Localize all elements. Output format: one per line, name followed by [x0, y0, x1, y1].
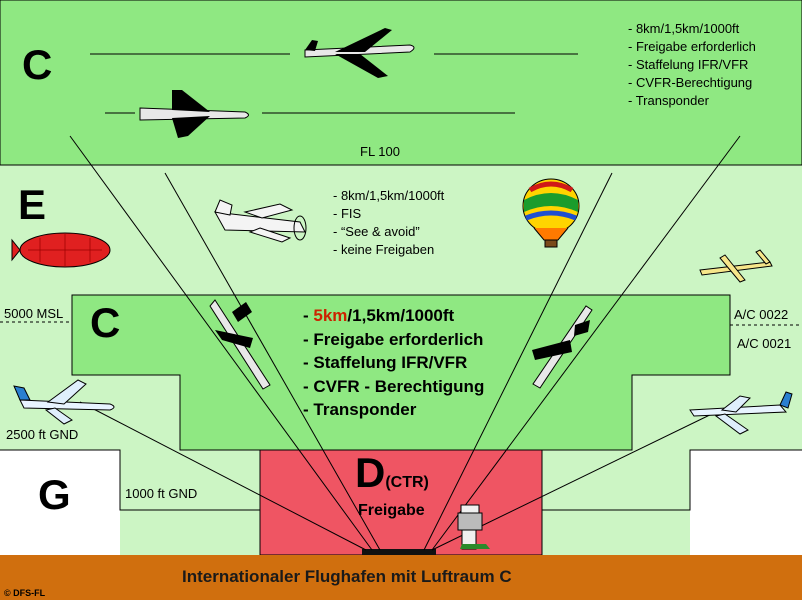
5000-msl-label: 5000 MSL — [4, 306, 64, 321]
airspace-g-boundary — [0, 449, 260, 511]
list-item: - keine Freigaben — [333, 242, 435, 257]
list-item: - Transponder — [628, 93, 709, 108]
ac-0022-label: A/C 0022 — [734, 307, 789, 322]
zone-label-e: E — [18, 181, 47, 228]
c-tma-requirements: - 5km/1,5km/1000ft - Freigabe erforderli… — [303, 304, 484, 422]
list-item: - 8km/1,5km/1000ft — [628, 21, 740, 36]
airspace-e-lower-step — [0, 450, 802, 555]
list-item: - CVFR-Berechtigung — [628, 75, 753, 90]
list-item: - 8km/1,5km/1000ft — [333, 188, 445, 203]
approach-line-1 — [69, 135, 373, 551]
approach-line-3 — [431, 135, 741, 551]
list-item: - 5km/1,5km/1000ft — [303, 306, 455, 325]
approach-line-2 — [164, 172, 381, 551]
airspace-d-ctr — [259, 449, 543, 556]
list-item: - Transponder — [303, 400, 417, 419]
list-item: - Staffelung IFR/VFR — [303, 353, 468, 372]
approach-line-5 — [79, 401, 367, 551]
freigabe-label: Freigabe — [358, 502, 425, 519]
ctr-label: D(CTR) — [355, 452, 429, 494]
list-item: - FIS — [333, 206, 362, 221]
airship-icon — [11, 232, 111, 268]
jet-icon — [532, 305, 593, 389]
zone-label-d: D — [355, 449, 386, 496]
airspace-e-1000ft-region — [120, 450, 260, 555]
airspace-e-1000ft-region-right — [542, 450, 690, 555]
small-plane-icon — [214, 199, 307, 243]
ctr-suffix: (CTR) — [385, 474, 429, 491]
copyright: © DFS-FL — [4, 588, 46, 598]
jet-icon — [304, 28, 415, 78]
turboprop-plane-icon — [13, 379, 115, 425]
list-item: - “See & avoid” — [333, 224, 420, 239]
list-item: - Staffelung IFR/VFR — [628, 57, 749, 72]
list-item: - Freigabe erforderlich — [628, 39, 756, 54]
c-upper-requirements: - 8km/1,5km/1000ft - Freigabe erforderli… — [628, 20, 756, 110]
list-item: - CVFR - Berechtigung — [303, 376, 485, 396]
zone-label-c-upper: C — [22, 41, 53, 88]
airspace-g-boundary-right — [542, 449, 802, 511]
glider-icon — [699, 249, 773, 283]
zone-label-c-tma: C — [90, 299, 121, 346]
1000ft-gnd-label: 1000 ft GND — [125, 486, 198, 501]
zone-label-g: G — [38, 471, 71, 518]
ground-band — [0, 555, 802, 600]
jet-icon — [209, 299, 271, 390]
airspace-c-upper-band — [0, 0, 802, 166]
jet-icon — [139, 90, 249, 138]
control-tower-icon — [457, 504, 490, 550]
fl100-label: FL 100 — [360, 144, 400, 159]
hot-air-balloon-icon — [522, 178, 580, 248]
2500ft-gnd-label: 2500 ft GND — [6, 427, 79, 442]
list-item: - Freigabe erforderlich — [303, 329, 484, 349]
ac-0021-label: A/C 0021 — [737, 336, 792, 351]
turboprop-plane-icon — [689, 391, 793, 435]
airport-title: Internationaler Flughafen mit Luftraum C — [182, 567, 512, 586]
e-requirements: - 8km/1,5km/1000ft - FIS - “See & avoid”… — [333, 187, 444, 259]
approach-line-4 — [423, 172, 613, 551]
runway — [362, 549, 436, 555]
